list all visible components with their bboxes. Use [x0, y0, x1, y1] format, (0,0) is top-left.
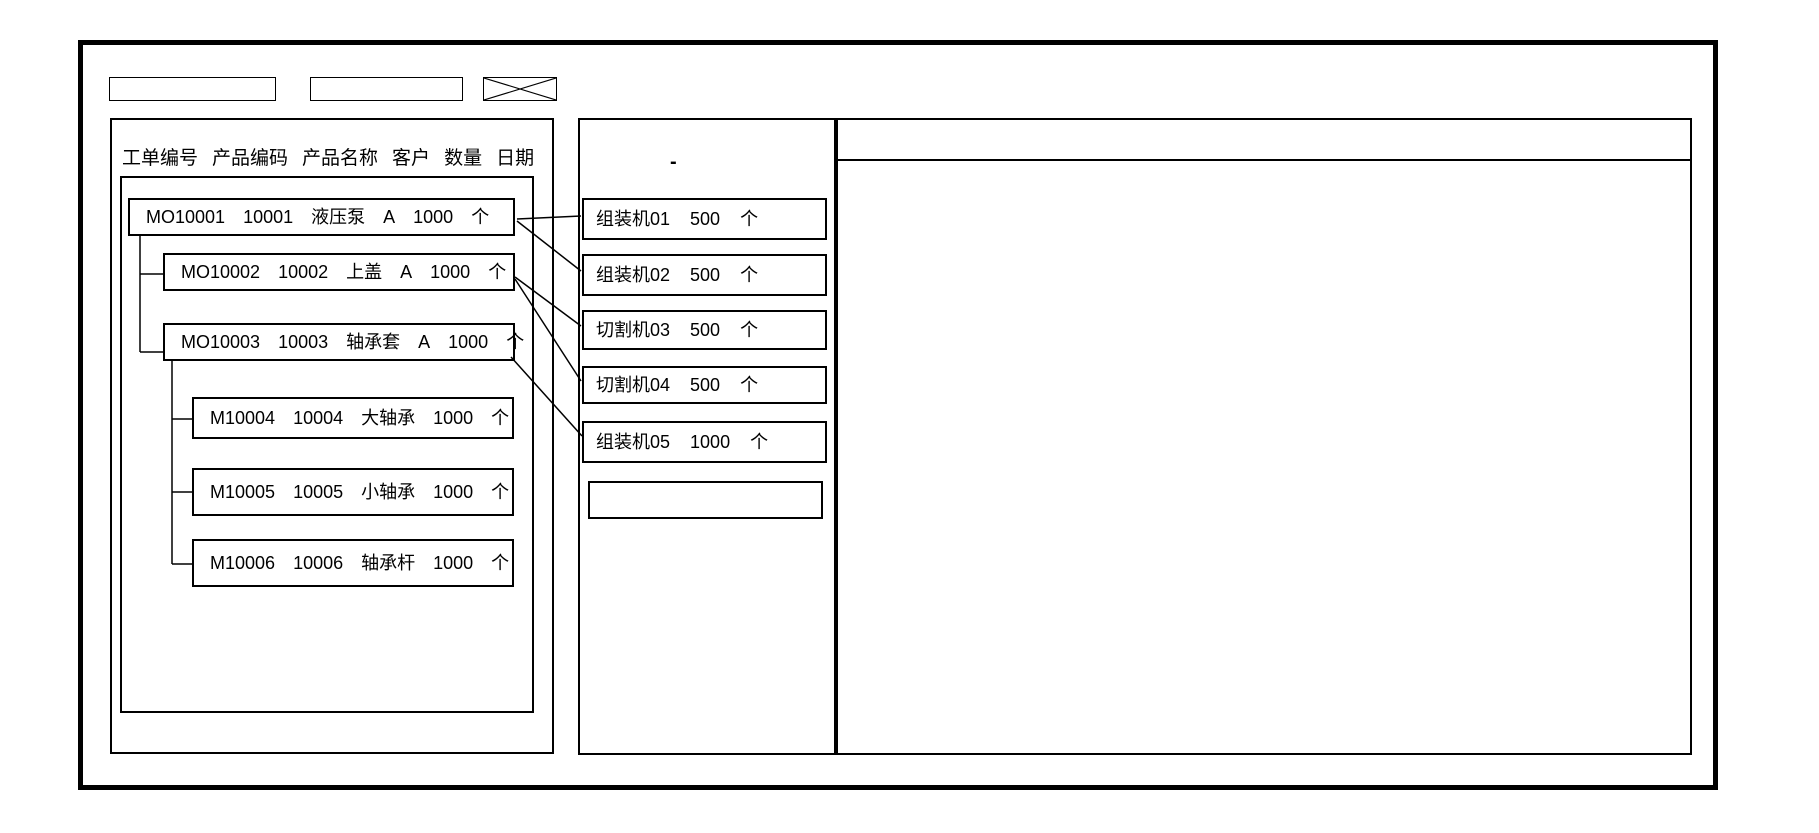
- machine-unit: 个: [740, 320, 759, 340]
- col-date: 日期: [496, 147, 535, 169]
- order-qty: 1000: [430, 262, 471, 282]
- col-customer: 客户: [392, 147, 431, 169]
- schedule-header-divider: [838, 159, 1690, 161]
- toolbar-field-2[interactable]: [310, 77, 463, 101]
- order-product-name: 液压泵: [311, 207, 366, 227]
- machine-unit: 个: [740, 265, 759, 285]
- order-node-m10004[interactable]: M10004 10004 大轴承 1000 个: [192, 397, 514, 439]
- order-product-name: 轴承杆: [361, 553, 416, 573]
- order-code: 10002: [278, 262, 329, 282]
- order-product-name: 小轴承: [361, 482, 416, 502]
- order-qty: 1000: [433, 408, 474, 428]
- order-node-mo10001[interactable]: MO10001 10001 液压泵 A 1000 个: [128, 198, 515, 236]
- work-order-column-header: 工单编号 产品编码 产品名称 客户 数量 日期: [122, 144, 535, 169]
- order-id: M10005: [210, 482, 276, 502]
- order-qty: 1000: [433, 482, 474, 502]
- toolbar-field-1[interactable]: [109, 77, 276, 101]
- machine-qty: 1000: [690, 432, 731, 452]
- order-unit: 个: [471, 207, 490, 227]
- machine-name: 切割机03: [596, 320, 671, 340]
- machine-unit: 个: [740, 375, 759, 395]
- order-customer: A: [418, 332, 431, 352]
- order-unit: 个: [506, 332, 525, 352]
- machine-node-04[interactable]: 切割机04 500 个: [582, 366, 827, 404]
- order-code: 10005: [293, 482, 344, 502]
- order-unit: 个: [491, 553, 510, 573]
- col-work-order-no: 工单编号: [122, 147, 199, 169]
- machine-node-01[interactable]: 组装机01 500 个: [582, 198, 827, 240]
- machine-node-02[interactable]: 组装机02 500 个: [582, 254, 827, 296]
- close-box-icon[interactable]: [483, 77, 557, 101]
- order-qty: 1000: [413, 207, 454, 227]
- machine-qty: 500: [690, 209, 721, 229]
- machine-node-03[interactable]: 切割机03 500 个: [582, 310, 827, 350]
- machine-unit: 个: [750, 432, 769, 452]
- machine-qty: 500: [690, 375, 721, 395]
- machine-name: 组装机02: [596, 265, 671, 285]
- machine-unit: 个: [740, 209, 759, 229]
- order-unit: 个: [491, 482, 510, 502]
- order-qty: 1000: [433, 553, 474, 573]
- order-id: MO10003: [181, 332, 261, 352]
- order-id: MO10002: [181, 262, 261, 282]
- machine-name: 切割机04: [596, 375, 671, 395]
- machine-name: 组装机05: [596, 432, 671, 452]
- order-node-mo10003[interactable]: MO10003 10003 轴承套 A 1000 个: [163, 323, 524, 361]
- machine-qty: 500: [690, 265, 721, 285]
- order-unit: 个: [491, 408, 510, 428]
- order-product-name: 上盖: [346, 262, 383, 282]
- order-customer: A: [383, 207, 396, 227]
- machine-node-empty[interactable]: [588, 481, 823, 519]
- order-node-m10006[interactable]: M10006 10006 轴承杆 1000 个: [192, 539, 514, 587]
- order-code: 10006: [293, 553, 344, 573]
- machine-qty: 500: [690, 320, 721, 340]
- order-node-mo10002[interactable]: MO10002 10002 上盖 A 1000 个: [163, 253, 515, 291]
- schedule-panel: [836, 118, 1692, 755]
- order-product-name: 轴承套: [346, 332, 401, 352]
- dash-mark: -: [670, 151, 677, 173]
- order-code: 10004: [293, 408, 344, 428]
- order-product-name: 大轴承: [361, 408, 416, 428]
- order-id: M10004: [210, 408, 276, 428]
- order-node-m10005[interactable]: M10005 10005 小轴承 1000 个: [192, 468, 514, 516]
- order-unit: 个: [488, 262, 507, 282]
- machine-node-05[interactable]: 组装机05 1000 个: [582, 421, 827, 463]
- col-quantity: 数量: [444, 147, 483, 169]
- order-qty: 1000: [448, 332, 489, 352]
- order-id: MO10001: [146, 207, 226, 227]
- order-customer: A: [400, 262, 413, 282]
- col-product-code: 产品编码: [212, 147, 289, 169]
- col-product-name: 产品名称: [302, 147, 379, 169]
- machine-name: 组装机01: [596, 209, 671, 229]
- order-code: 10003: [278, 332, 329, 352]
- order-code: 10001: [243, 207, 294, 227]
- order-id: M10006: [210, 553, 276, 573]
